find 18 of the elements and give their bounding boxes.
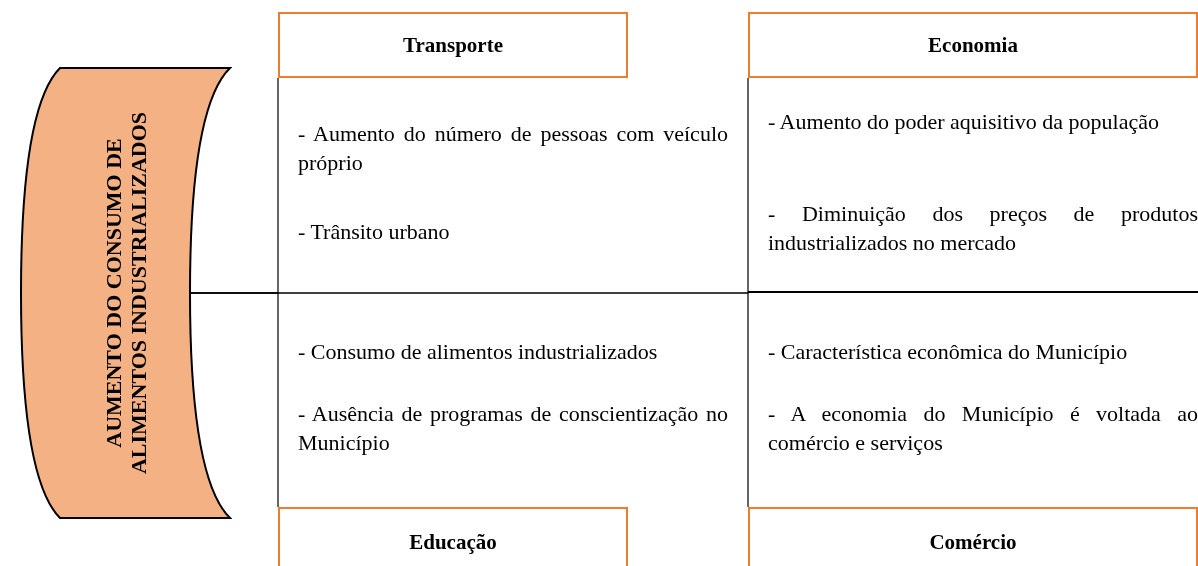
- cause-text: - Aumento do poder aquisitivo da população: [768, 108, 1161, 136]
- category-box: [748, 507, 1198, 566]
- category-title: Economia: [928, 32, 1018, 58]
- cause-text: - Ausência de programas de conscientização no Município: [298, 400, 728, 457]
- cause-text: - A economia do Município é voltada ao comércio e serviços: [768, 400, 1198, 457]
- category-title: Transporte: [403, 32, 503, 58]
- cause-text: - Característica econômica do Município: [768, 338, 1129, 366]
- effect-text: AUMENTO DO CONSUMO DE ALIMENTOS INDUSTRIALIZADOS: [100, 110, 152, 477]
- cause-text: - Consumo de alimentos industrializados: [298, 338, 659, 366]
- category-box: [748, 12, 1198, 78]
- effect-banner: [20, 67, 232, 519]
- category-title: Comércio: [929, 529, 1017, 555]
- cause-text: - Aumento do número de pessoas com veículo próprio: [298, 120, 728, 177]
- cause-text: - Trânsito urbano: [298, 218, 451, 246]
- category-box: [278, 12, 628, 78]
- category-title: Educação: [409, 529, 497, 555]
- cause-text: - Diminuição dos preços de produtos industrializados no mercado: [768, 200, 1198, 257]
- category-box: [278, 507, 628, 566]
